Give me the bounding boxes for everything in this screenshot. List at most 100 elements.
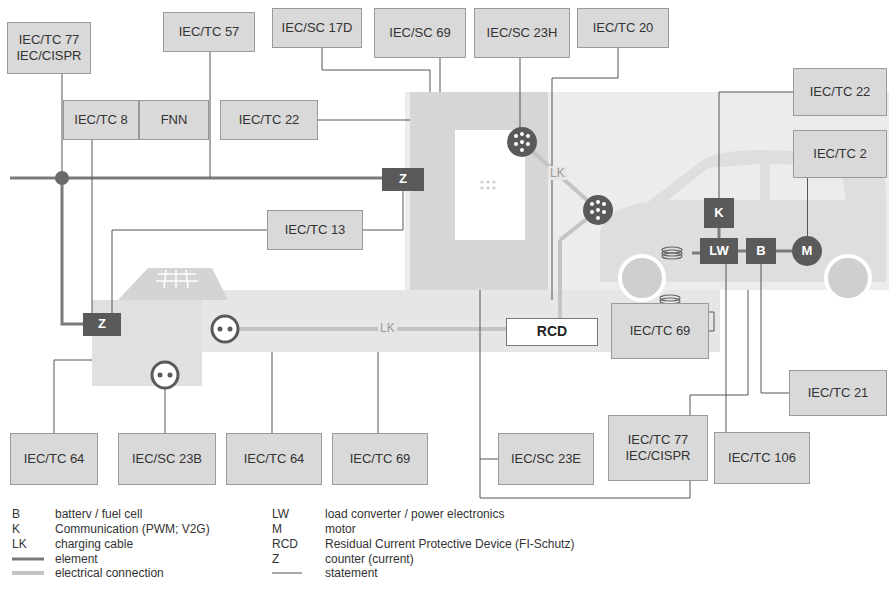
legend-entry: statement <box>325 566 378 580</box>
node-text: IEC/TC 20 <box>593 20 654 36</box>
legend-key: B <box>12 507 20 521</box>
committee-box: IEC/TC 64 <box>10 433 98 485</box>
legend-text: charging cable <box>55 537 133 551</box>
statement-line <box>726 264 727 432</box>
element-connection <box>738 250 746 253</box>
node-text: IEC/TC 64 <box>24 451 85 467</box>
committee-box: IEC/SC 23B <box>118 433 216 485</box>
legend-text: motor <box>325 522 356 536</box>
solar-panel <box>156 270 198 288</box>
statement-line <box>112 230 267 313</box>
element-connection <box>776 250 792 253</box>
legend-text: statement <box>325 566 378 580</box>
node-text: IEC/TC 8 <box>74 112 127 128</box>
statement-line <box>807 178 808 236</box>
node-text: IEC/CISPR <box>16 48 81 64</box>
committee-box: IEC/TC 64 <box>226 433 322 485</box>
committee-box: IEC/TC 22 <box>793 68 887 116</box>
node-text: IEC/SC 23H <box>487 25 558 41</box>
node-text: B <box>756 243 765 259</box>
legend-key: LK <box>12 537 27 551</box>
committee-box: IEC/SC 23E <box>498 433 594 485</box>
statement-line <box>92 140 93 313</box>
committee-box: IEC/TC 22 <box>220 100 318 140</box>
legend-text: electrical connection <box>55 566 164 580</box>
node-text: IEC/TC 2 <box>813 146 866 162</box>
node-text: FNN <box>161 112 188 128</box>
node-text: IEC/TC 64 <box>244 451 305 467</box>
node-text: IEC/TC 77 <box>19 32 80 48</box>
committee-box: IEC/SC 23H <box>474 8 570 58</box>
car-wheel <box>826 256 870 300</box>
legend-entry: element <box>55 552 98 566</box>
legend-key: K <box>12 522 20 536</box>
legend-key: LW <box>272 507 289 521</box>
legend-text: Residual Current Protective Device (FI-S… <box>325 537 574 551</box>
node-text: IEC/TC 21 <box>808 385 869 401</box>
legend-entry: batterv / fuel cell <box>55 507 142 521</box>
node-text: IEC/TC 106 <box>728 450 796 466</box>
legend-entry: Communication (PWM; V2G) <box>55 522 210 536</box>
legend-text: element <box>55 552 98 566</box>
node-text: Z <box>98 316 106 332</box>
committee-box: IEC/TC 21 <box>789 370 887 416</box>
legend-entry: Residual Current Protective Device (FI-S… <box>325 537 574 551</box>
committee-box: IEC/SC 69 <box>374 8 466 58</box>
sockets <box>152 127 613 388</box>
legend-key: Z <box>272 552 279 566</box>
pillar-dots <box>480 180 495 189</box>
legend-key: M <box>272 522 282 536</box>
element-box: LW <box>700 238 738 264</box>
committee-box: IEC/TC 20 <box>577 8 669 48</box>
element-connection <box>718 228 721 238</box>
committee-box: IEC/SC 17D <box>272 8 362 48</box>
element-box: Z <box>83 313 121 336</box>
node-text: M <box>802 243 813 259</box>
legend-entry: electrical connection <box>55 566 164 580</box>
legend-text: load converter / power electronics <box>325 507 504 521</box>
committee-box: IEC/TC 77IEC/CISPR <box>7 22 91 74</box>
element-box: Z <box>382 168 424 191</box>
committee-box: IEC/TC 69 <box>332 433 428 485</box>
node-text: Z <box>399 171 407 187</box>
node-text: IEC/SC 23E <box>511 451 581 467</box>
committee-box: IEC/TC 106 <box>714 432 810 484</box>
element-box: K <box>704 198 734 228</box>
legend-entry: motor <box>325 522 356 536</box>
legend-text: counter (current) <box>325 552 414 566</box>
statement-line <box>719 92 793 198</box>
committee-box: IEC/TC 2 <box>793 130 887 178</box>
node-text: IEC/TC 69 <box>350 451 411 467</box>
node-text: IEC/TC 69 <box>630 323 691 339</box>
rcd-box: RCD <box>506 318 598 346</box>
node-text: K <box>714 205 723 221</box>
cable-label: LK <box>378 321 397 335</box>
committee-box: IEC/TC 8 <box>63 100 139 140</box>
legend-entry: counter (current) <box>325 552 414 566</box>
committee-box: IEC/TC 77IEC/CISPR <box>608 415 708 481</box>
element-box: B <box>746 238 776 264</box>
node-text: IEC/TC 13 <box>285 222 346 238</box>
cable-label: LK <box>548 166 567 180</box>
motor-circle: M <box>792 236 822 266</box>
element-lines <box>10 178 700 324</box>
charging-station-area <box>410 92 548 290</box>
legend-entry: charging cable <box>55 537 133 551</box>
committee-box: IEC/TC 13 <box>267 210 363 250</box>
car-window <box>668 164 760 200</box>
node-text: RCD <box>537 323 567 341</box>
node-text: IEC/SC 17D <box>282 20 353 36</box>
legend-text: batterv / fuel cell <box>55 507 142 521</box>
node-text: IEC/TC 22 <box>810 84 871 100</box>
legend-text: Communication (PWM; V2G) <box>55 522 210 536</box>
committee-box: IEC/TC 57 <box>163 12 255 52</box>
background-areas <box>200 92 889 352</box>
statement-lines <box>54 48 748 498</box>
node-text: LW <box>709 243 729 259</box>
committee-box: FNN <box>139 100 209 140</box>
statement-line <box>761 264 789 393</box>
junction-dot <box>55 171 69 185</box>
coils <box>660 247 682 304</box>
charging-cables <box>238 142 598 329</box>
